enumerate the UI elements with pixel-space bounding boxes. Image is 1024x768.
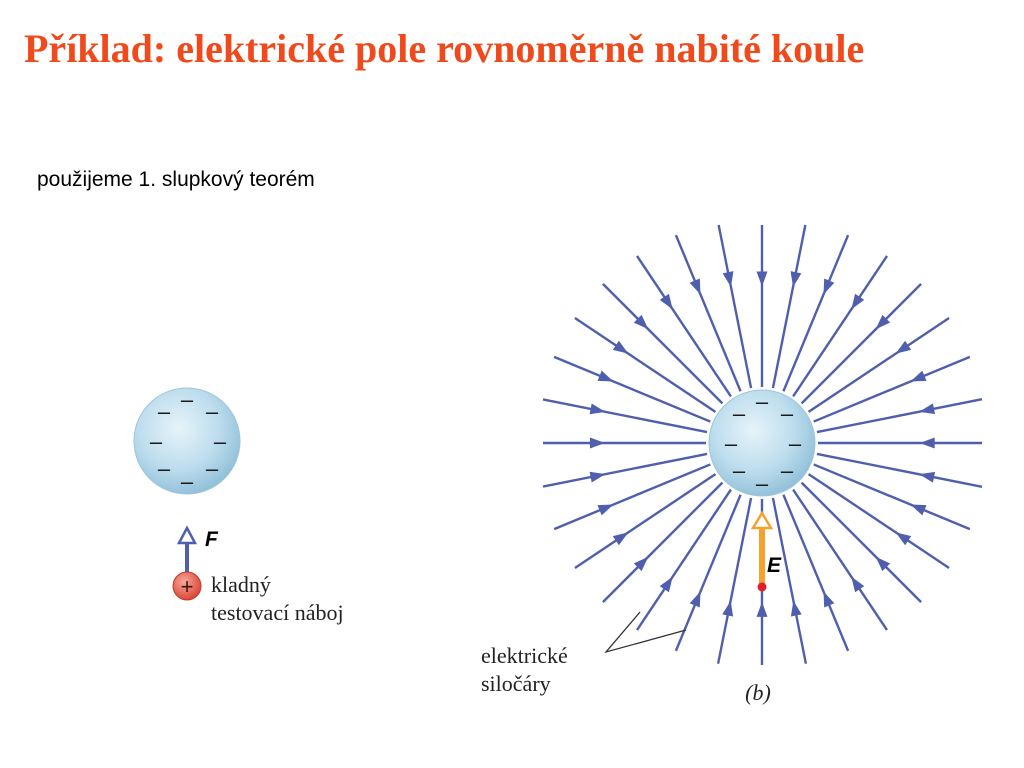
field-line-arrow-icon [659, 576, 673, 593]
field-line [635, 255, 732, 398]
negative-charge-symbol: – [725, 431, 738, 456]
field-line-arrow-icon [722, 271, 734, 287]
field-line-arrow-icon [823, 591, 835, 608]
field-line [771, 497, 808, 664]
force-label: F [205, 528, 219, 551]
field-line [792, 488, 889, 631]
field-line-arrow-icon [659, 293, 673, 310]
field-label: E [767, 554, 782, 577]
field-line-arrow-icon [790, 600, 802, 617]
field-line [816, 398, 983, 434]
sphere-charges: –––––––– [150, 387, 227, 494]
field-line-arrow-icon [919, 471, 936, 483]
field-lines-label-line1: elektrické [481, 643, 568, 668]
field-line [602, 283, 724, 405]
field-line-arrow-icon [875, 556, 891, 572]
subtitle: použijeme 1. slupkový teorém [37, 168, 315, 191]
field-line [792, 255, 889, 398]
field-line-arrow-icon [597, 370, 614, 382]
field-line-arrow-icon [851, 293, 865, 310]
negative-charge-symbol: – [756, 389, 769, 414]
field-line [553, 463, 711, 531]
negative-charge-symbol: – [181, 469, 194, 494]
field-line-arrow-icon [910, 370, 927, 382]
field-line [674, 234, 742, 392]
field-line-arrow-icon [875, 314, 891, 330]
label-pointer [604, 611, 687, 654]
field-line [717, 224, 753, 389]
field-line-arrow-icon [910, 504, 927, 516]
field-line-arrow-icon [919, 437, 935, 449]
field-line-arrow-icon [895, 532, 912, 546]
field-line [800, 283, 922, 405]
field-line-arrow-icon [790, 271, 802, 287]
right-panel: –––––––– E elektrické siločáry (b) [481, 224, 983, 705]
negative-charge-symbol: – [756, 471, 769, 496]
negative-charge-symbol: – [158, 399, 171, 424]
sphere-charges: –––––––– [725, 389, 802, 496]
field-line-arrow-icon [689, 278, 701, 295]
panel-label: (b) [745, 680, 771, 705]
negative-charge-symbol: – [781, 458, 794, 483]
field-line [816, 452, 983, 488]
page-title: Příklad: elektrické pole rovnoměrně nabi… [24, 26, 865, 71]
field-line [574, 473, 717, 570]
field-line [674, 494, 742, 652]
charged-sphere [133, 387, 241, 495]
field-line [807, 316, 950, 413]
field-lines [542, 224, 983, 665]
field-line-arrow-icon [589, 471, 606, 483]
field-line [807, 473, 950, 570]
test-charge-label-line1: kladný [211, 572, 271, 597]
field-line-arrow-icon [612, 340, 629, 354]
negative-charge-symbol: – [733, 401, 746, 426]
field-line-arrow-icon [756, 601, 768, 617]
field-line [602, 481, 724, 603]
field-line [813, 355, 971, 423]
field-line-arrow-icon [589, 403, 606, 415]
negative-charge-symbol: – [214, 429, 227, 454]
field-line [800, 481, 922, 603]
negative-charge-symbol: – [789, 431, 802, 456]
test-charge-label-line2: testovací náboj [211, 600, 344, 625]
field-line [542, 398, 708, 434]
positive-test-charge [172, 571, 202, 601]
field-lines-label-line2: siločáry [481, 671, 551, 696]
force-arrowhead-icon [176, 525, 198, 545]
field-point [757, 582, 767, 592]
field-line-arrow-icon [722, 600, 734, 617]
field-line [771, 224, 807, 389]
field-line-arrow-icon [823, 278, 835, 295]
field-line [813, 463, 971, 531]
field-line-arrow-icon [612, 532, 629, 546]
negative-charge-symbol: – [206, 456, 219, 481]
negative-charge-symbol: – [181, 387, 194, 412]
field-line-arrow-icon [633, 314, 649, 330]
field-line [782, 234, 850, 392]
field-arrowhead-icon [750, 510, 774, 530]
field-line-arrow-icon [919, 403, 936, 415]
test-charge-symbol: + [181, 574, 194, 599]
charged-sphere [708, 389, 816, 497]
negative-charge-symbol: – [150, 429, 163, 454]
negative-charge-symbol: – [206, 399, 219, 424]
field-line [574, 316, 717, 413]
field-line [782, 494, 850, 652]
field-line-arrow-icon [689, 591, 701, 608]
field-line-arrow-icon [633, 556, 649, 572]
field-line [635, 488, 732, 631]
negative-charge-symbol: – [781, 401, 794, 426]
field-line-arrow-icon [895, 340, 912, 354]
field-line-arrow-icon [597, 504, 614, 516]
field-line [542, 452, 708, 488]
negative-charge-symbol: – [733, 458, 746, 483]
left-panel: –––––––– F + kladný testovací náboj [133, 387, 344, 625]
field-line [553, 355, 711, 423]
field-line-arrow-icon [589, 437, 605, 449]
field-line-arrow-icon [851, 576, 865, 593]
negative-charge-symbol: – [158, 456, 171, 481]
field-line [716, 497, 753, 664]
field-line-arrow-icon [756, 271, 768, 287]
